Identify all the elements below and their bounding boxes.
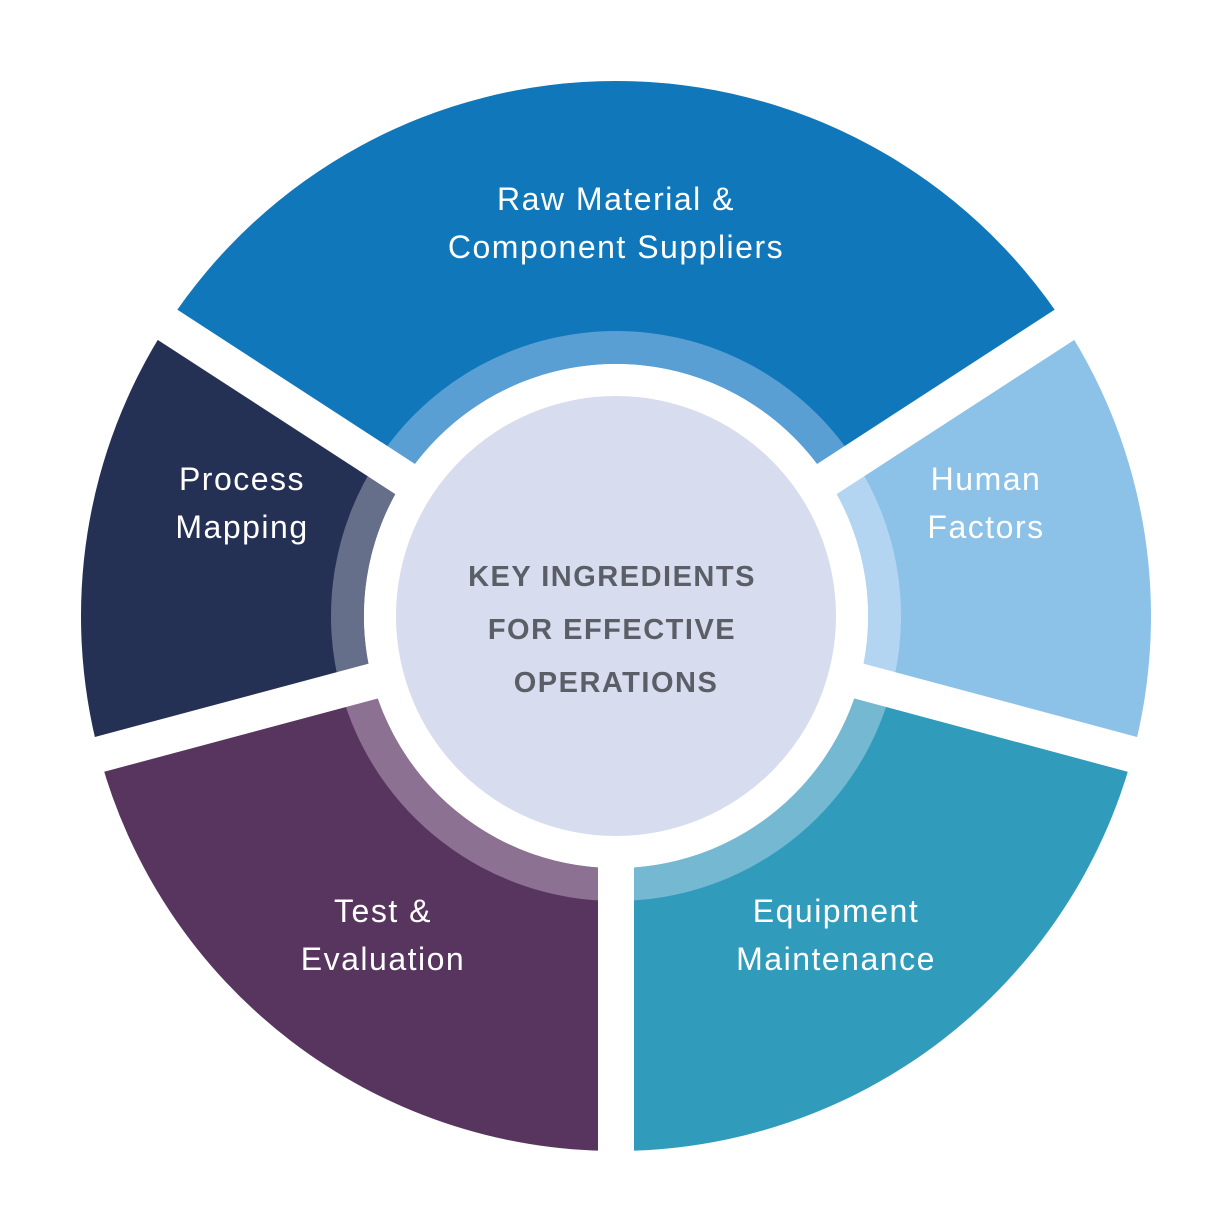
center-line-3: OPERATIONS [514, 667, 719, 699]
segment-gap-1 [140, 298, 423, 500]
segment-raw-material-inner-ring [376, 331, 856, 479]
segment-gap-2 [809, 298, 1092, 500]
center-disc [396, 396, 836, 836]
segment-test-evaluation-label-line-2: Evaluation [301, 941, 465, 977]
segment-equipment-maintenance-label-line-1: Equipment [753, 893, 919, 929]
segment-raw-material-label-line-2: Component Suppliers [448, 229, 784, 265]
segment-equipment-maintenance-inner-ring [616, 681, 892, 901]
segment-human-factors-label-line-2: Factors [927, 509, 1044, 545]
segment-test-evaluation-label: Test & Evaluation [301, 893, 465, 977]
wheel-segments [75, 80, 1157, 1171]
segment-raw-material-label: Raw Material & Component Suppliers [448, 181, 784, 265]
segment-test-evaluation-band [99, 689, 617, 1151]
segment-gap-3 [845, 661, 1157, 778]
segment-human-factors-inner-ring [827, 460, 901, 690]
center-line-1: KEY INGREDIENTS [468, 561, 756, 593]
segment-equipment-maintenance-label-line-2: Maintenance [736, 941, 936, 977]
segment-test-evaluation-inner-ring [340, 681, 616, 901]
segment-human-factors-label-line-1: Human [931, 461, 1042, 497]
center-line-2: FOR EFFECTIVE [488, 614, 736, 646]
segment-process-mapping-inner-ring [331, 460, 405, 690]
segment-equipment-maintenance [616, 681, 1133, 1151]
segment-raw-material [167, 80, 1065, 479]
segment-process-mapping-label-line-2: Mapping [175, 509, 308, 545]
segment-test-evaluation-label-line-1: Test & [334, 893, 432, 929]
segment-equipment-maintenance-band [616, 689, 1133, 1151]
segment-gap-5 [75, 661, 387, 778]
segment-raw-material-label-line-1: Raw Material & [497, 181, 735, 217]
segment-raw-material-band [167, 80, 1065, 462]
segment-process-mapping-label-line-1: Process [179, 461, 305, 497]
segment-test-evaluation [99, 681, 617, 1151]
